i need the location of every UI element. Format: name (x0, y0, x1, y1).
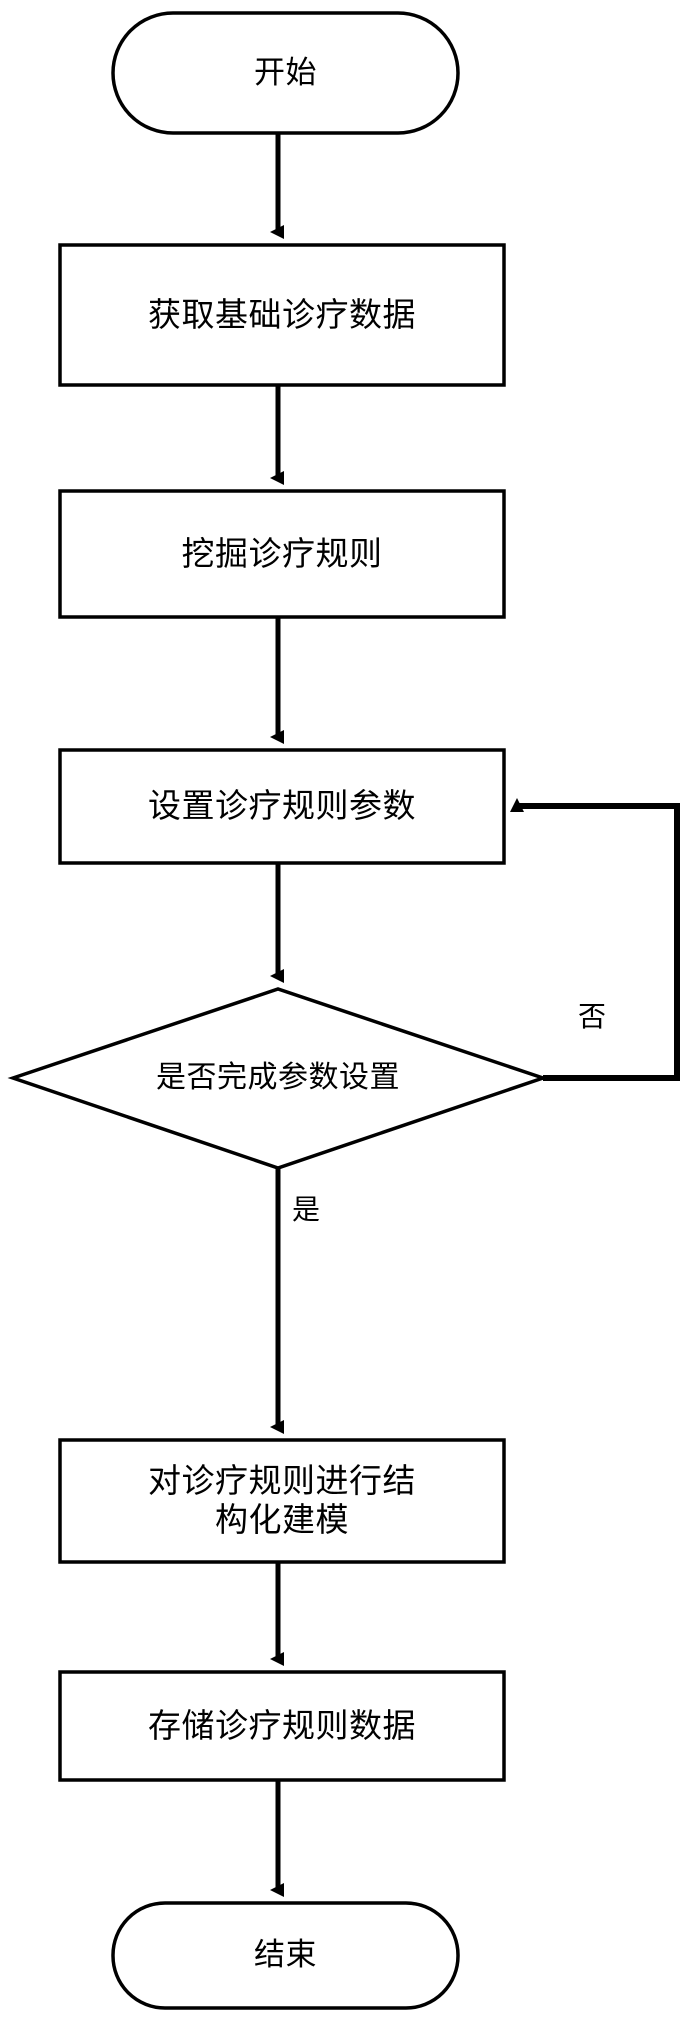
node-model-shape (58, 1438, 506, 1564)
node-check-shape (7, 987, 549, 1170)
node-end-shape (111, 1901, 460, 2010)
node-start-shape (111, 11, 460, 135)
edge-label-no: 否 (578, 1000, 607, 1033)
edge-check-no-loop (510, 798, 680, 1081)
node-mine-shape (58, 489, 506, 619)
node-setparam-shape (58, 748, 506, 865)
edge-label-yes: 是 (292, 1193, 321, 1226)
node-acquire-shape (58, 243, 506, 387)
node-store-shape (58, 1670, 506, 1782)
